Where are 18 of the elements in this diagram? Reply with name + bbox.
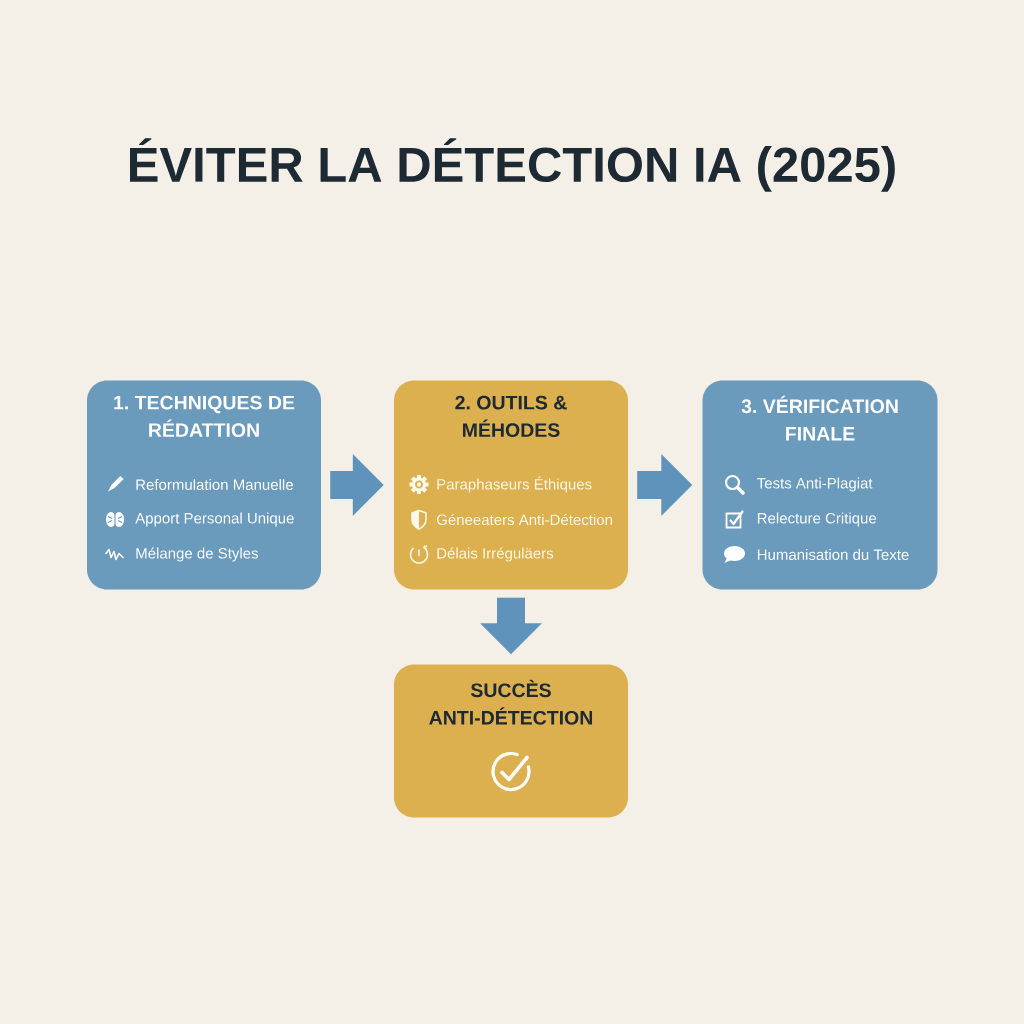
- list-item: Géneeaters Anti-Détection: [436, 513, 612, 526]
- box-heading: 1. TECHNIQUES DE RÉDATTION: [114, 395, 295, 437]
- box-heading: 3. VÉRIFICATION FINALE: [741, 395, 898, 441]
- list-item: Humanisation du Texte: [757, 549, 909, 560]
- list-item: Paraphaseurs Éthiques: [437, 476, 592, 493]
- box-heading: 2. OUTILS & MÉHODES: [455, 395, 567, 437]
- list-item: Délais Irréguläers: [437, 547, 554, 562]
- process-box: [394, 380, 628, 590]
- list-item: Tests Anti-Plagiat: [757, 477, 873, 492]
- list-item: Apport Personal Unique: [135, 512, 294, 527]
- box-heading: SUCCÈS ANTI-DÉTECTION: [429, 679, 593, 725]
- process-box: [87, 380, 321, 590]
- process-box: [394, 664, 628, 818]
- list-item: Relecture Critique: [757, 512, 877, 527]
- process-box: [702, 380, 938, 590]
- title: ÉVITER LA DÉTECTION IA (2025): [130, 138, 895, 192]
- list-item: Mélange de Styles: [136, 547, 259, 562]
- list-item: Reformulation Manuelle: [136, 479, 293, 490]
